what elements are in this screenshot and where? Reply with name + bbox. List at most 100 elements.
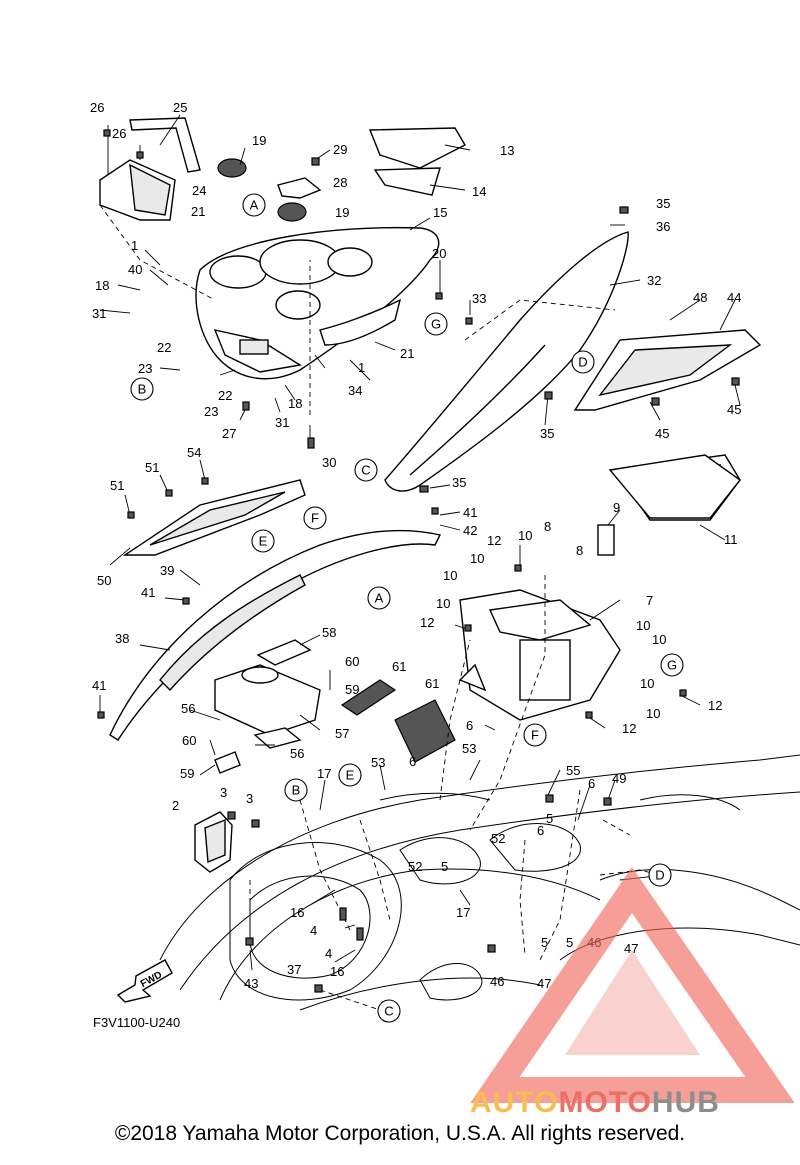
upper-body-assembly — [99, 117, 466, 380]
fwd-arrow-icon: FWD — [116, 959, 173, 1003]
callout-14: 14 — [472, 184, 486, 199]
center-small-parts — [214, 639, 456, 763]
fasteners — [97, 129, 740, 993]
callout-38: 38 — [115, 631, 129, 646]
callout-28: 28 — [333, 175, 347, 190]
callout-6c: 6 — [588, 776, 595, 791]
ref-b-top: B — [130, 377, 154, 401]
callout-10e: 10 — [636, 618, 650, 633]
callout-12a: 12 — [487, 533, 501, 548]
ref-f-top: F — [303, 506, 327, 530]
callout-12c: 12 — [708, 698, 722, 713]
callout-21b: 21 — [400, 346, 414, 361]
svg-text:C: C — [361, 463, 370, 478]
callout-10b: 10 — [470, 551, 484, 566]
svg-text:B: B — [138, 382, 147, 397]
callout-60b: 60 — [182, 733, 196, 748]
callout-8b: 8 — [576, 543, 583, 558]
callout-46b: 46 — [490, 974, 504, 989]
callout-61a: 61 — [392, 659, 406, 674]
callout-48: 48 — [693, 290, 707, 305]
callout-41a: 41 — [463, 505, 477, 520]
callout-37: 37 — [287, 962, 301, 977]
callout-56a: 56 — [181, 701, 195, 716]
hull-outline — [159, 754, 800, 1011]
callout-17a: 17 — [317, 766, 331, 781]
callout-16b: 16 — [330, 964, 344, 979]
callout-26a: 26 — [90, 100, 104, 115]
callout-35c: 35 — [452, 475, 466, 490]
callout-23a: 23 — [138, 361, 152, 376]
callout-41b: 41 — [141, 585, 155, 600]
callout-10h: 10 — [646, 706, 660, 721]
callout-50: 50 — [97, 573, 111, 588]
svg-text:D: D — [578, 355, 587, 370]
callout-59a: 59 — [345, 682, 359, 697]
callout-61b: 61 — [425, 676, 439, 691]
callout-35a: 35 — [656, 196, 670, 211]
callout-53a: 53 — [462, 741, 476, 756]
callout-20: 20 — [432, 246, 446, 261]
callout-19b: 19 — [335, 205, 349, 220]
svg-text:F: F — [311, 511, 319, 526]
callout-31a: 31 — [92, 306, 106, 321]
callout-36: 36 — [656, 219, 670, 234]
callout-22b: 22 — [218, 388, 232, 403]
callout-55: 55 — [566, 763, 580, 778]
callout-59b: 59 — [180, 766, 194, 781]
callout-24: 24 — [192, 183, 206, 198]
callout-9: 9 — [613, 500, 620, 515]
callout-12d: 12 — [622, 721, 636, 736]
callout-58: 58 — [322, 625, 336, 640]
callout-4b: 4 — [325, 946, 332, 961]
watermark-triangle-icon — [470, 867, 795, 1103]
callout-7: 7 — [646, 593, 653, 608]
callout-1b: 1 — [358, 360, 365, 375]
callout-3a: 3 — [220, 785, 227, 800]
left-rail-parts — [109, 479, 442, 741]
callout-12b: 12 — [420, 615, 434, 630]
ref-b-low: B — [284, 778, 308, 802]
lower-left-parts — [194, 727, 302, 873]
svg-text:G: G — [667, 658, 677, 673]
svg-text:AUTOMOTOHUB: AUTOMOTOHUB — [470, 1086, 720, 1119]
callout-23b: 23 — [204, 404, 218, 419]
callout-33: 33 — [472, 291, 486, 306]
callout-22a: 22 — [157, 340, 171, 355]
callout-16a: 16 — [290, 905, 304, 920]
svg-text:C: C — [384, 1004, 393, 1019]
svg-text:B: B — [292, 783, 301, 798]
callout-49: 49 — [612, 771, 626, 786]
callout-13: 13 — [500, 143, 514, 158]
svg-text:F: F — [531, 728, 539, 743]
callout-47b: 47 — [537, 976, 551, 991]
storage-frame — [458, 454, 742, 721]
watermark-moto: MOTO — [558, 1086, 651, 1119]
svg-text:D: D — [655, 868, 664, 883]
svg-text:E: E — [259, 534, 268, 549]
callout-18a: 18 — [95, 278, 109, 293]
callout-47a: 47 — [624, 941, 638, 956]
callout-21a: 21 — [191, 204, 205, 219]
callout-32: 32 — [647, 273, 661, 288]
callout-43: 43 — [244, 976, 258, 991]
callout-57: 57 — [335, 726, 349, 741]
callout-56b: 56 — [290, 746, 304, 761]
callout-1a: 1 — [131, 238, 138, 253]
callout-6d: 6 — [537, 823, 544, 838]
reference-lines — [99, 204, 661, 1011]
svg-text:E: E — [346, 768, 355, 783]
callout-44: 44 — [727, 290, 741, 305]
callout-19a: 19 — [252, 133, 266, 148]
callout-26b: 26 — [112, 126, 126, 141]
callout-42: 42 — [463, 523, 477, 538]
reference-letter-markers: A G B D C F E A G F E B D C — [130, 193, 684, 1023]
ref-a-mid: A — [367, 586, 391, 610]
callout-2: 2 — [172, 798, 179, 813]
callout-45b: 45 — [655, 426, 669, 441]
callout-4a: 4 — [310, 923, 317, 938]
callout-52b: 52 — [408, 859, 422, 874]
drawing-code: F3V1100-U240 — [93, 1015, 180, 1030]
callout-8a: 8 — [544, 519, 551, 534]
